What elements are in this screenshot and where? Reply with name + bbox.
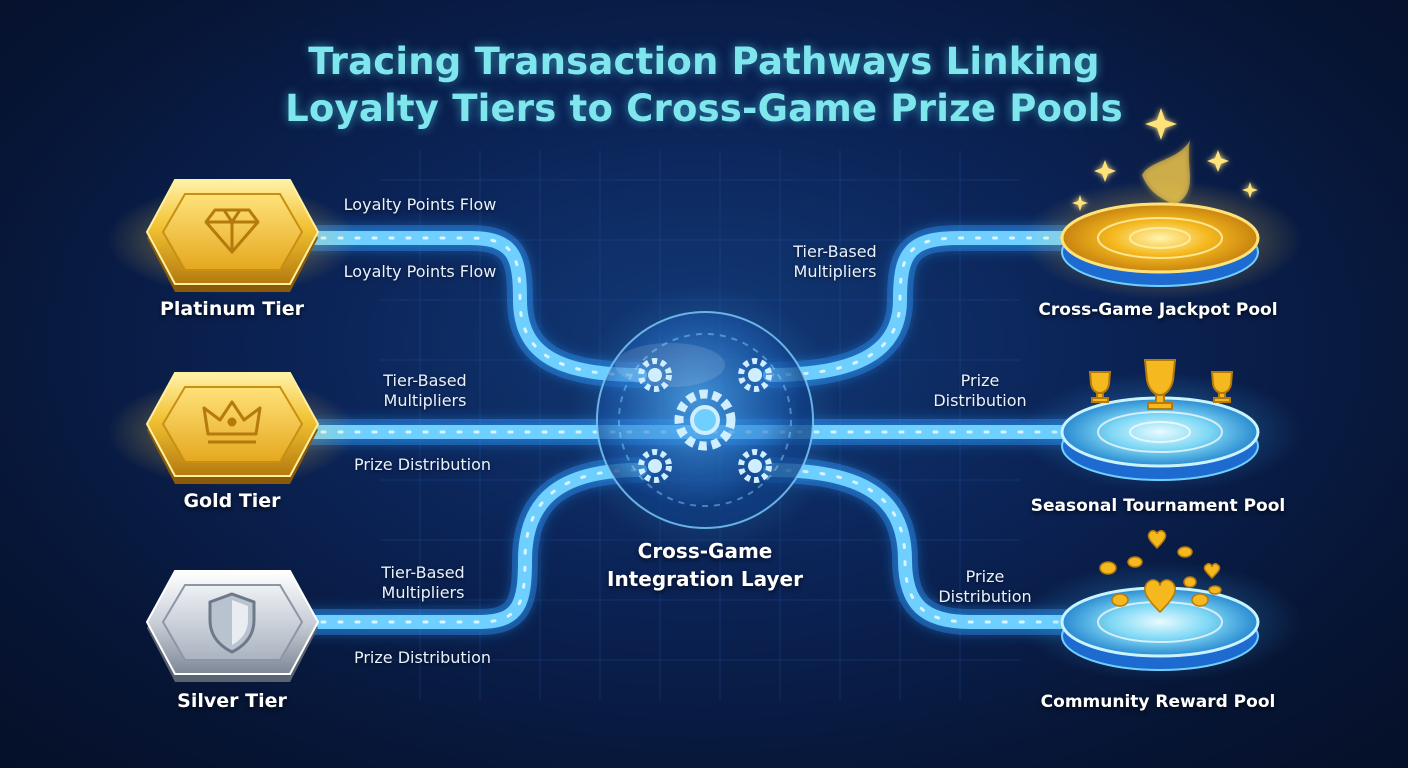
tier-name-platinum: Platinum Tier: [159, 298, 305, 320]
flow-label-silver-top-line-2: Multipliers: [381, 583, 465, 602]
tier-badge-platinum: [107, 179, 357, 295]
flow-label-jackpot: Tier-Based Multipliers: [755, 242, 915, 282]
flow-label-silver-top-line-1: Tier-Based: [381, 563, 465, 582]
pool-name-jackpot: Cross-Game Jackpot Pool: [1038, 300, 1278, 320]
flow-label-community-line-1: Prize: [965, 567, 1005, 586]
crown-icon: [202, 400, 262, 444]
flow-label-community: Prize Distribution: [910, 567, 1060, 607]
flow-label-platinum-bottom: Loyalty Points Flow: [343, 262, 497, 281]
flow-label-gold-bottom: Prize Distribution: [353, 455, 492, 474]
title-line-2: Loyalty Tiers to Cross-Game Prize Pools: [285, 87, 1123, 130]
coins-hearts-icon: [1099, 530, 1222, 614]
pool-name-community: Community Reward Pool: [1040, 692, 1276, 712]
hub-name-line-2: Integration Layer: [607, 567, 803, 591]
flow-label-tournament-line-1: Prize: [960, 371, 1000, 390]
shield-icon: [208, 592, 256, 654]
diamond-icon: [204, 208, 260, 254]
hub-name-line-1: Cross-Game: [637, 539, 773, 563]
flow-label-gold-top: Tier-Based Multipliers: [340, 371, 510, 411]
flow-label-silver-bottom: Prize Distribution: [353, 648, 492, 667]
flow-label-jackpot-line-1: Tier-Based: [793, 242, 877, 261]
pool-tournament: [1022, 359, 1302, 492]
flow-label-jackpot-line-2: Multipliers: [793, 262, 877, 281]
flow-label-platinum-top: Loyalty Points Flow: [343, 195, 497, 214]
title-line-1: Tracing Transaction Pathways Linking: [308, 40, 1100, 83]
flow-label-tournament-line-2: Distribution: [933, 391, 1027, 410]
flow-label-community-line-2: Distribution: [938, 587, 1032, 606]
pool-jackpot: [1022, 108, 1302, 300]
tier-name-silver: Silver Tier: [177, 690, 287, 712]
hub-name: Cross-Game Integration Layer: [585, 537, 825, 593]
sparkles-icon: [1072, 108, 1258, 211]
flow-paths: [292, 225, 1088, 635]
pool-name-tournament: Seasonal Tournament Pool: [1030, 496, 1286, 516]
tier-badge-silver: [145, 570, 320, 682]
pool-community: [1022, 530, 1302, 682]
tier-badge-gold: [107, 372, 357, 487]
tier-name-gold: Gold Tier: [183, 490, 281, 512]
flow-label-silver-top: Tier-Based Multipliers: [338, 563, 508, 603]
integration-hub: [570, 285, 840, 555]
flow-label-tournament: Prize Distribution: [905, 371, 1055, 411]
gears-icon: [638, 358, 772, 483]
flow-label-gold-top-line-1: Tier-Based: [383, 371, 467, 390]
flow-label-gold-top-line-2: Multipliers: [383, 391, 467, 410]
trophy-icon: [1088, 359, 1234, 410]
